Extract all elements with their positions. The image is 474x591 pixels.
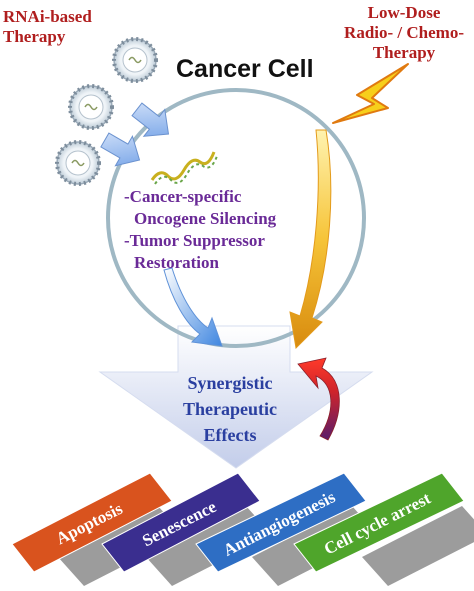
- rnai-therapy-label-line: Therapy: [3, 27, 66, 46]
- outcome-box-apoptosis: [11, 472, 173, 573]
- outcome-box-cell-cycle-arrest: [293, 472, 465, 573]
- cancer-cell-membrane: [106, 88, 366, 348]
- outcome-box-senescence: [101, 472, 261, 573]
- sirna-strand-icon: [150, 151, 218, 185]
- mechanism-text: -Cancer-specific Oncogene Silencing -Tum…: [124, 186, 276, 274]
- synergy-line: Synergistic: [187, 373, 273, 393]
- synergy-text: Synergistic Therapeutic Effects: [183, 370, 277, 448]
- rnai-entry-arrow: [131, 102, 170, 137]
- synergy-line: Therapeutic: [183, 399, 277, 419]
- lowdose-therapy-label-line: Therapy: [372, 43, 436, 62]
- rnai-entry-arrow: [100, 132, 141, 167]
- rnai-therapy-label: RNAi-based Therapy: [3, 7, 92, 47]
- rnai-particle-icon: [55, 140, 101, 186]
- lightning-bolt-icon: [332, 63, 409, 124]
- rnai-therapy-label-line: RNAi-based: [3, 7, 92, 26]
- synergy-line: Effects: [203, 425, 257, 445]
- gene-silencing-arrow: [163, 267, 223, 347]
- mechanism-line: -Cancer-specific: [124, 187, 242, 206]
- rnai-particle-icon: [68, 84, 114, 130]
- lowdose-therapy-label-line: Radio- / Chemo-: [344, 23, 464, 42]
- mechanism-line: -Tumor Suppressor: [124, 231, 265, 250]
- mechanism-line: Oncogene Silencing: [134, 209, 277, 228]
- lowdose-therapy-label-line: Low-Dose: [367, 3, 441, 22]
- outcome-box-antiangiogenesis: [195, 472, 367, 573]
- rnai-particle-icon: [112, 37, 158, 83]
- chemo-effect-arrow: [289, 129, 332, 350]
- lowdose-therapy-label: Low-Dose Radio- / Chemo- Therapy: [344, 3, 464, 63]
- synergy-feedback-arrow: [297, 357, 340, 441]
- cancer-cell-title: Cancer Cell: [176, 55, 314, 83]
- mechanism-line: Restoration: [134, 253, 219, 272]
